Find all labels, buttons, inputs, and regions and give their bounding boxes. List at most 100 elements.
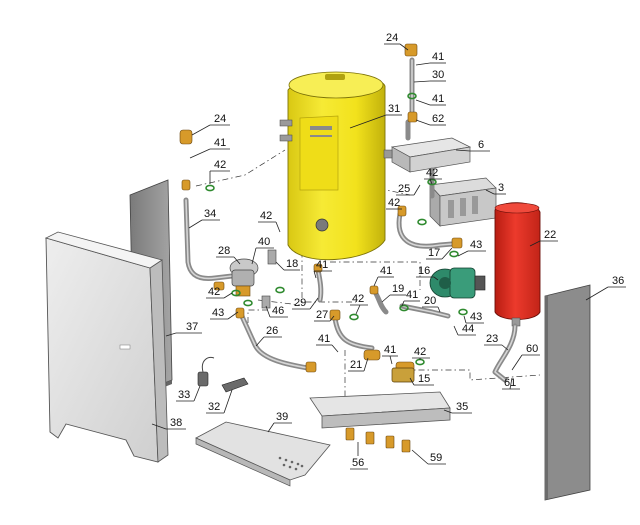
svg-text:42: 42 <box>214 159 226 171</box>
callout-41-center: 41 <box>401 289 420 307</box>
svg-text:25: 25 <box>398 183 410 195</box>
right-side-panel <box>544 284 591 501</box>
callout-32: 32 <box>206 389 233 414</box>
small-parts <box>197 249 277 393</box>
callout-22: 22 <box>529 229 558 247</box>
svg-text:56: 56 <box>352 457 364 469</box>
svg-text:29: 29 <box>294 297 306 309</box>
front-cover-panel <box>44 231 169 463</box>
callout-34: 34 <box>188 208 220 229</box>
svg-text:15: 15 <box>418 373 430 385</box>
svg-text:33: 33 <box>178 389 190 401</box>
callout-42-center: 42 <box>350 293 368 315</box>
callout-24-top: 24 <box>384 32 409 51</box>
callout-43-left: 43 <box>210 307 239 320</box>
callout-6: 6 <box>455 139 490 152</box>
svg-text:41: 41 <box>384 344 396 356</box>
svg-text:22: 22 <box>544 229 556 241</box>
svg-text:39: 39 <box>276 411 288 423</box>
hydraulic-group <box>429 177 497 227</box>
three-way-valve <box>229 258 259 297</box>
svg-text:42: 42 <box>208 286 220 298</box>
callout-33: 33 <box>176 385 201 402</box>
svg-text:62: 62 <box>432 113 444 125</box>
callout-38: 38 <box>151 417 186 430</box>
svg-text:37: 37 <box>186 321 198 333</box>
svg-text:20: 20 <box>424 295 436 307</box>
callout-43-right: 43 <box>457 239 486 257</box>
svg-text:41: 41 <box>432 93 444 105</box>
svg-text:31: 31 <box>388 103 400 115</box>
callout-16: 16 <box>416 265 439 281</box>
callout-21: 21 <box>348 357 369 372</box>
callout-41-right: 41 <box>373 265 394 287</box>
svg-text:3: 3 <box>498 182 504 194</box>
callout-20: 20 <box>422 295 441 313</box>
svg-text:27: 27 <box>316 309 328 321</box>
svg-text:42: 42 <box>414 346 426 358</box>
callout-19: 19 <box>381 283 406 303</box>
callout-30: 30 <box>413 69 446 83</box>
svg-text:34: 34 <box>204 208 216 220</box>
callout-39: 39 <box>267 411 292 433</box>
callout-27: 27 <box>314 309 335 322</box>
callout-labels: 24 41 30 41 62 31 6 <box>151 32 626 470</box>
svg-text:18: 18 <box>286 258 298 270</box>
svg-text:44: 44 <box>462 323 474 335</box>
svg-text:16: 16 <box>418 265 430 277</box>
svg-text:23: 23 <box>486 333 498 345</box>
callout-17: 17 <box>426 247 453 260</box>
svg-text:41: 41 <box>316 259 328 271</box>
callout-26: 26 <box>255 325 282 347</box>
callout-44: 44 <box>453 323 476 336</box>
callout-3: 3 <box>485 182 506 195</box>
callout-41-lower: 41 <box>316 333 339 353</box>
svg-text:6: 6 <box>478 139 484 151</box>
callout-41-bottom: 41 <box>382 344 398 365</box>
callout-28: 28 <box>216 245 241 265</box>
svg-text:38: 38 <box>170 417 182 429</box>
svg-text:36: 36 <box>612 275 624 287</box>
callout-60: 60 <box>511 343 540 371</box>
circulation-pump <box>429 267 486 299</box>
svg-text:43: 43 <box>470 311 482 323</box>
callout-41-upper: 41 <box>415 93 446 106</box>
callout-61: 61 <box>502 377 520 390</box>
svg-text:24: 24 <box>386 32 398 44</box>
svg-text:42: 42 <box>352 293 364 305</box>
svg-text:41: 41 <box>318 333 330 345</box>
callout-42-valve: 42 <box>206 286 233 299</box>
callout-62: 62 <box>415 113 446 126</box>
svg-text:32: 32 <box>208 401 220 413</box>
bottom-tray <box>195 421 331 487</box>
callout-41-top: 41 <box>415 51 446 66</box>
callout-46: 46 <box>265 305 288 318</box>
svg-text:46: 46 <box>272 305 284 317</box>
svg-text:42: 42 <box>388 197 400 209</box>
svg-text:24: 24 <box>214 113 226 125</box>
svg-text:17: 17 <box>428 247 440 259</box>
gas-valve <box>391 367 415 383</box>
svg-text:41: 41 <box>406 289 418 301</box>
heat-exchanger-primary <box>383 137 472 173</box>
svg-text:59: 59 <box>430 452 442 464</box>
callout-15: 15 <box>409 373 434 386</box>
svg-text:40: 40 <box>258 236 270 248</box>
svg-text:60: 60 <box>526 343 538 355</box>
callout-42-right: 42 <box>424 167 442 185</box>
svg-text:43: 43 <box>470 239 482 251</box>
bottom-bracket-plate <box>309 391 451 429</box>
water-storage-tank <box>279 71 386 261</box>
callout-24-left: 24 <box>191 113 230 136</box>
callout-35: 35 <box>443 401 472 414</box>
svg-text:41: 41 <box>432 51 444 63</box>
svg-text:26: 26 <box>266 325 278 337</box>
svg-text:19: 19 <box>392 283 404 295</box>
svg-text:35: 35 <box>456 401 468 413</box>
svg-text:28: 28 <box>218 245 230 257</box>
callout-43-pump: 43 <box>463 311 484 324</box>
svg-text:43: 43 <box>212 307 224 319</box>
callout-42-block: 42 <box>386 197 402 210</box>
pipework <box>183 57 518 383</box>
